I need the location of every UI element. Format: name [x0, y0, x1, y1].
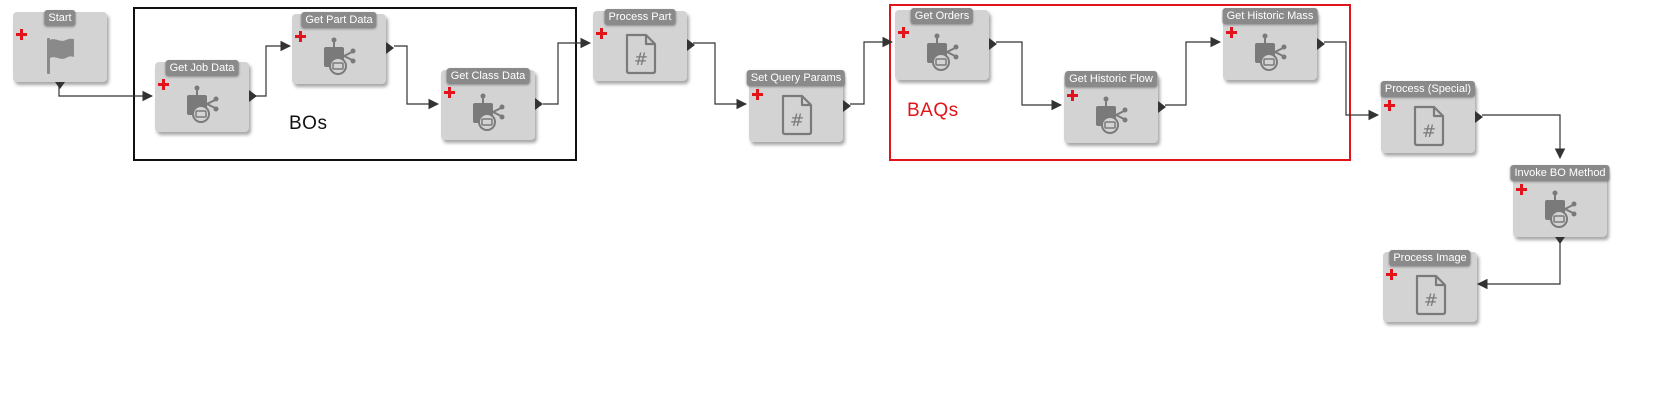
add-icon[interactable]	[1386, 269, 1397, 280]
node-process-special[interactable]: Process (Special) #	[1380, 81, 1483, 153]
business-object-icon	[1545, 190, 1577, 228]
node-start[interactable]: Start	[13, 10, 107, 89]
output-port[interactable]	[843, 100, 851, 112]
connector-get-historic-flow-to-get-historic-mass[interactable]	[1165, 36, 1222, 106]
baqs-group-box	[889, 4, 1351, 161]
connector-get-historic-mass-to-process-special[interactable]	[1324, 41, 1380, 121]
add-icon[interactable]	[898, 27, 909, 38]
output-port[interactable]	[249, 90, 257, 102]
output-port[interactable]	[1555, 237, 1565, 244]
node-get-historic-mass[interactable]: Get Historic Mass	[1222, 8, 1325, 80]
add-icon[interactable]	[752, 89, 763, 100]
svg-text:#: #	[1424, 291, 1438, 311]
connector-get-class-data-to-process-part[interactable]	[543, 37, 592, 105]
output-port[interactable]	[687, 39, 695, 51]
script-file-icon: #	[625, 33, 657, 75]
baqs-group-label: BAQs	[907, 100, 959, 121]
node-title: Start	[44, 10, 76, 26]
node-title: Get Historic Flow	[1065, 71, 1157, 87]
flag-icon	[47, 38, 74, 74]
business-object-icon	[187, 85, 219, 123]
node-invoke-bo-method[interactable]: Invoke BO Method	[1510, 165, 1610, 244]
node-set-query-params[interactable]: Set Query Params #	[746, 70, 851, 142]
node-process-part[interactable]: Process Part #	[593, 9, 695, 81]
node-title: Process Image	[1389, 250, 1471, 266]
output-port[interactable]	[535, 98, 543, 110]
connector-process-special-to-invoke-bo-method[interactable]	[1482, 114, 1566, 160]
business-object-icon	[473, 93, 505, 131]
output-port[interactable]	[1158, 101, 1166, 113]
script-file-icon: #	[1413, 105, 1445, 147]
svg-text:#: #	[1422, 122, 1436, 142]
node-get-class-data[interactable]: Get Class Data	[441, 68, 543, 140]
output-port[interactable]	[1317, 38, 1325, 50]
script-file-icon: #	[1415, 274, 1447, 316]
connector-get-part-data-to-get-class-data[interactable]	[394, 45, 440, 110]
add-icon[interactable]	[444, 87, 455, 98]
node-title: Process Part	[604, 9, 676, 25]
svg-text:#: #	[634, 50, 648, 70]
connector-get-job-data-to-get-part-data[interactable]	[253, 40, 292, 97]
output-port[interactable]	[1475, 111, 1483, 123]
add-icon[interactable]	[1516, 184, 1527, 195]
add-icon[interactable]	[1226, 27, 1237, 38]
svg-text:#: #	[790, 111, 804, 131]
output-port[interactable]	[55, 82, 65, 89]
node-process-image[interactable]: Process Image #	[1383, 250, 1477, 322]
node-get-historic-flow[interactable]: Get Historic Flow	[1064, 71, 1166, 143]
add-icon[interactable]	[16, 29, 27, 40]
node-get-orders[interactable]: Get Orders	[895, 8, 997, 80]
connector-get-orders-to-get-historic-flow[interactable]	[996, 41, 1063, 111]
node-title: Get Class Data	[446, 68, 530, 84]
add-icon[interactable]	[295, 31, 306, 42]
connector-start-to-get-job-data[interactable]	[58, 86, 154, 102]
node-get-part-data[interactable]: Get Part Data	[292, 12, 394, 84]
node-title: Get Part Data	[301, 12, 377, 28]
business-object-icon	[324, 37, 356, 75]
business-object-icon	[1096, 96, 1128, 134]
node-title: Get Job Data	[165, 60, 239, 76]
connector-set-query-params-to-get-orders[interactable]	[850, 36, 894, 105]
node-get-job-data[interactable]: Get Job Data	[155, 60, 257, 132]
node-title: Get Historic Mass	[1222, 8, 1318, 24]
add-icon[interactable]	[158, 79, 169, 90]
business-object-icon	[927, 33, 959, 71]
connector-process-part-to-set-query-params[interactable]	[693, 42, 748, 110]
add-icon[interactable]	[596, 28, 607, 39]
bos-group-label: BOs	[289, 113, 328, 134]
add-icon[interactable]	[1067, 90, 1078, 101]
business-object-icon	[1255, 33, 1287, 71]
script-file-icon: #	[781, 94, 813, 136]
node-title: Invoke BO Method	[1510, 165, 1610, 181]
node-title: Set Query Params	[746, 70, 846, 86]
output-port[interactable]	[989, 38, 997, 50]
node-title: Get Orders	[910, 8, 974, 24]
output-port[interactable]	[386, 42, 394, 54]
node-title: Process (Special)	[1380, 81, 1476, 97]
connector-invoke-bo-method-to-process-image[interactable]	[1476, 242, 1561, 290]
add-icon[interactable]	[1384, 100, 1395, 111]
bos-group-box	[133, 7, 577, 161]
